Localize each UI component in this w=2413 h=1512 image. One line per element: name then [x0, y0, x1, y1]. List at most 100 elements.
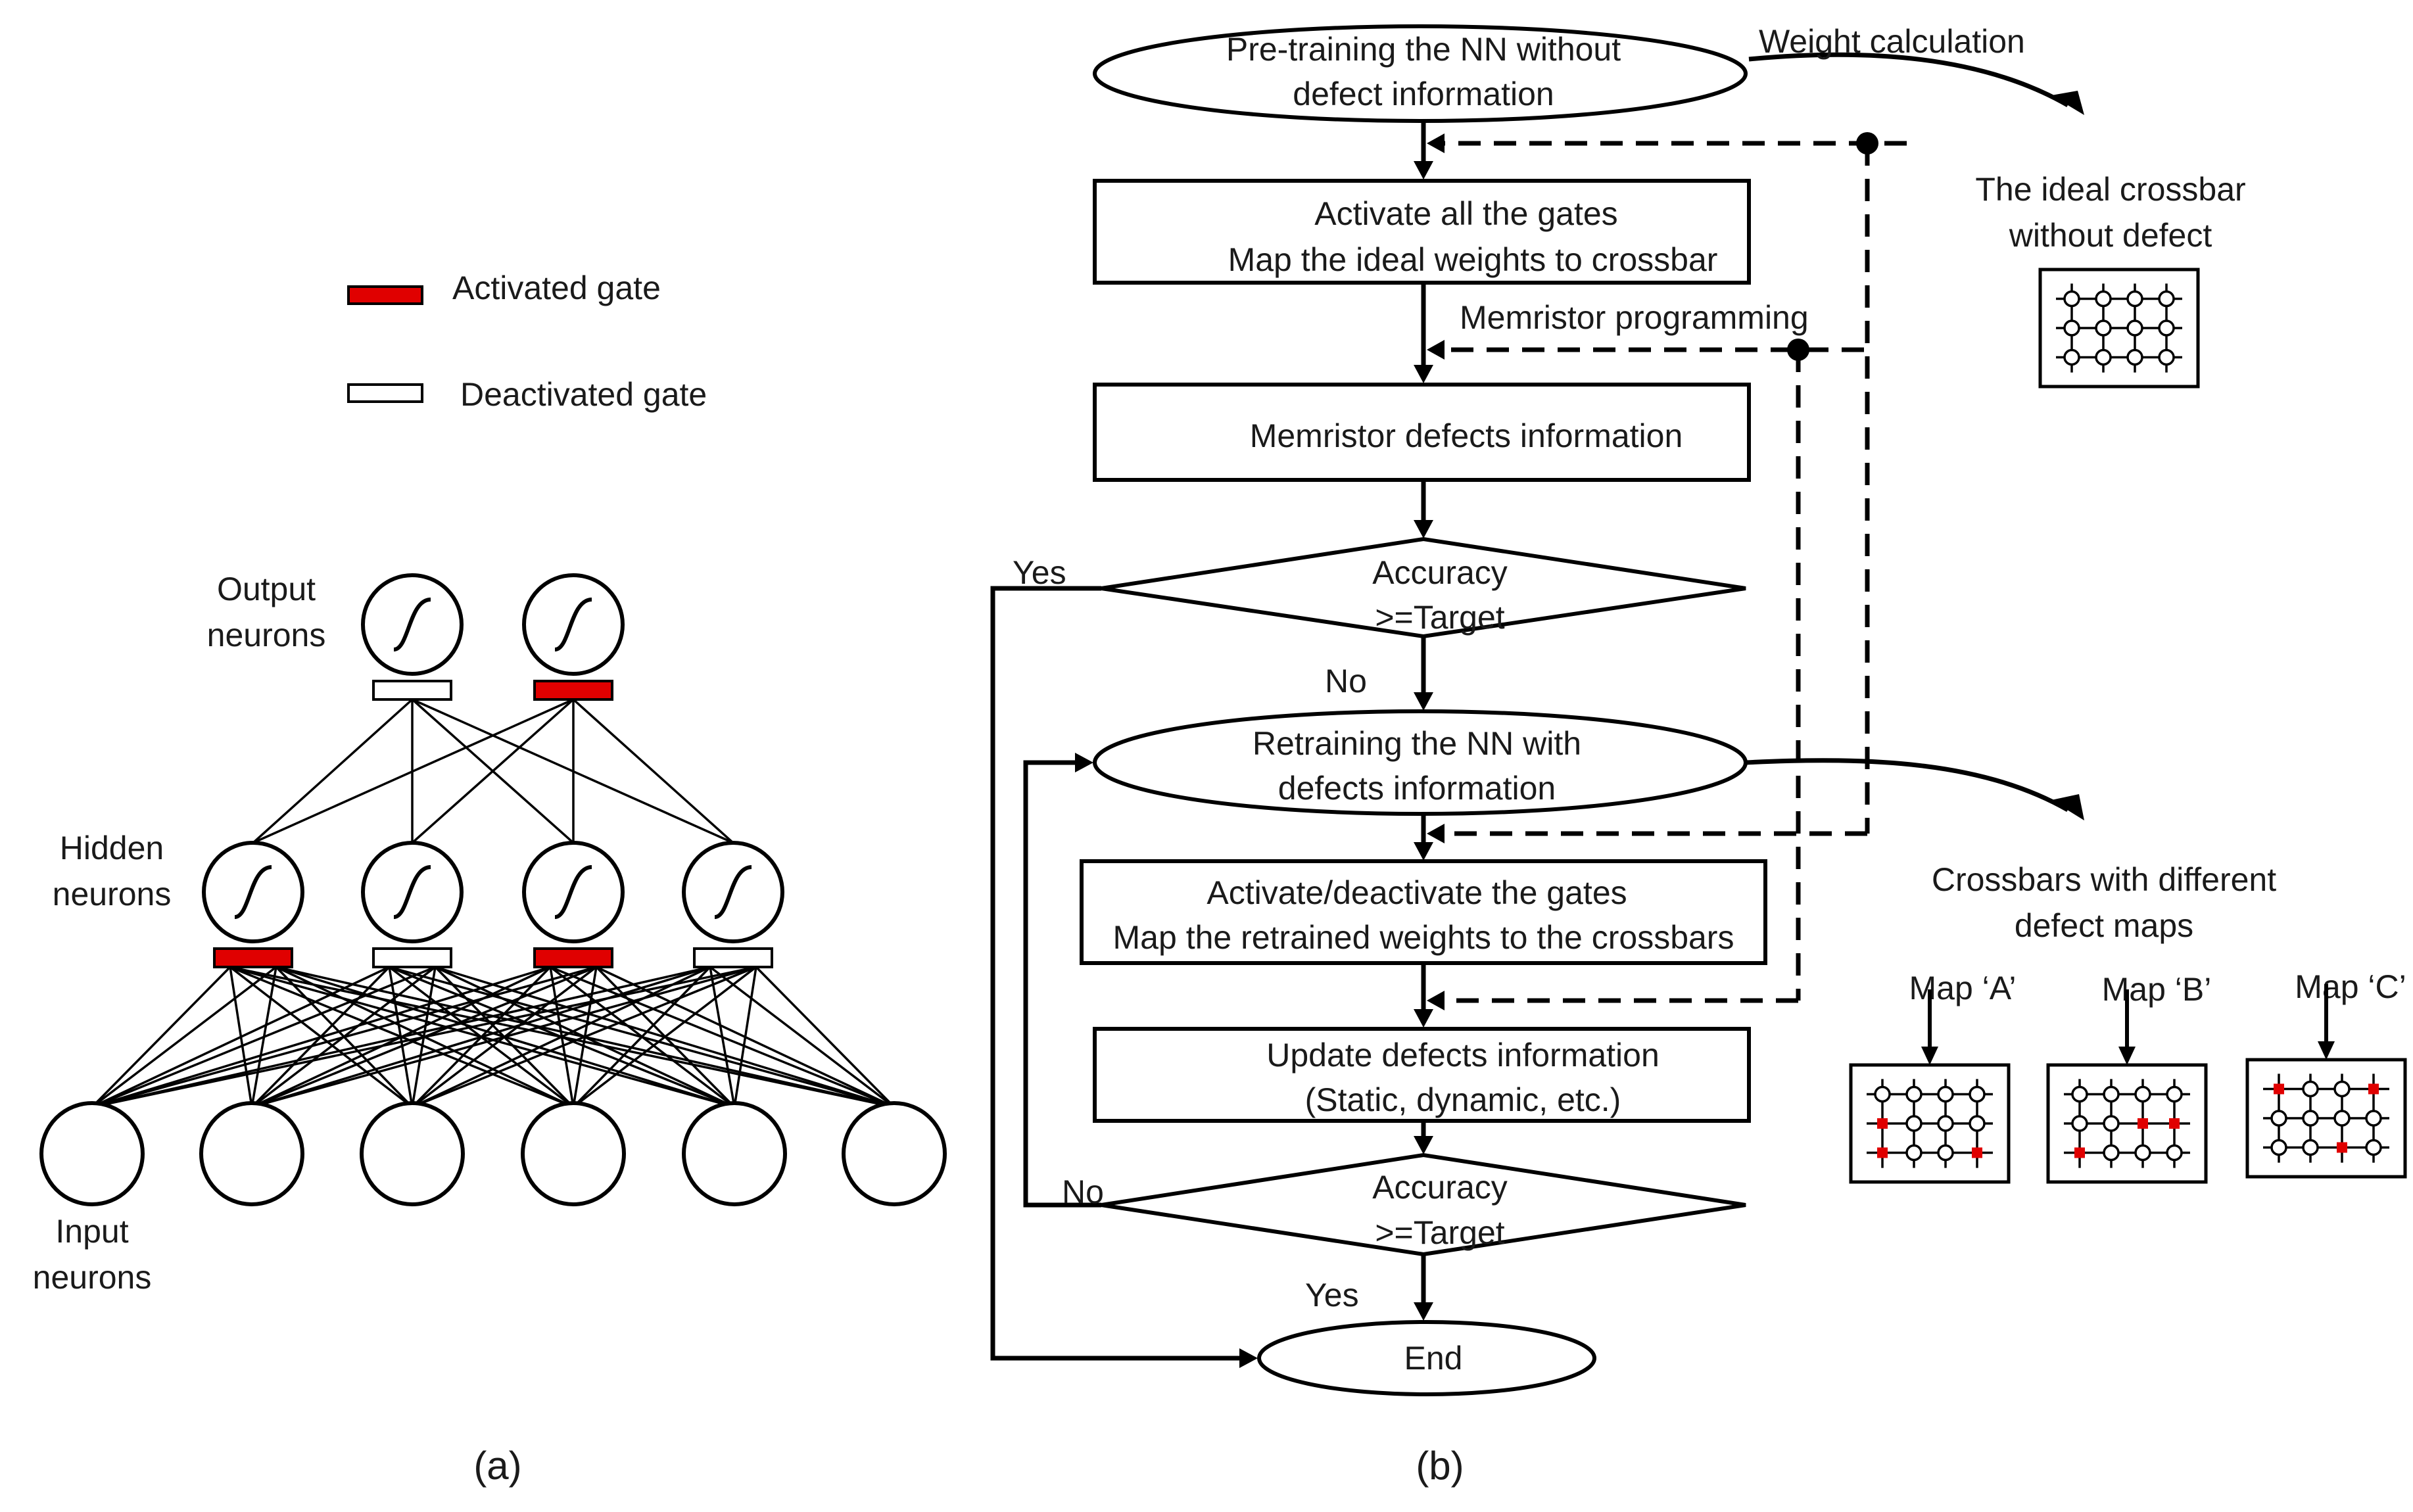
- memristor-cell: [2302, 1080, 2319, 1098]
- defect-cell: [1972, 1147, 1982, 1158]
- memristor-cell: [2333, 1080, 2351, 1098]
- hidden-neuron: [682, 841, 784, 943]
- output-gate: [533, 680, 613, 701]
- neuron-circle: [682, 841, 784, 943]
- retrain-crossbar-arrowhead: [2051, 794, 2084, 820]
- defect-cell: [2368, 1083, 2379, 1095]
- hidden-gate: [372, 947, 452, 968]
- step4-text-2: (Static, dynamic, etc.): [1305, 1081, 1621, 1118]
- output-gate: [372, 680, 452, 701]
- connection-line: [709, 966, 736, 1108]
- ideal-crossbar-title-1: The ideal crossbar: [1975, 171, 2245, 208]
- accuracy-decision-2: [1101, 1152, 1746, 1257]
- panel-b: Pre-training the NN without defect infor…: [990, 23, 2084, 1488]
- input-neuron: [360, 1101, 465, 1206]
- connection-line: [91, 966, 231, 1108]
- legend: Activated gate Deactivated gate: [347, 270, 707, 413]
- caption-b: (b): [1416, 1444, 1464, 1488]
- memristor-programming-label: Memristor programming: [1460, 299, 1809, 336]
- memristor-cell: [1969, 1085, 1986, 1103]
- hidden-gate: [693, 947, 773, 968]
- memristor-cell: [2302, 1110, 2319, 1127]
- connection-line: [733, 966, 757, 1108]
- connection-line: [251, 966, 711, 1108]
- step4-text-1: Update defects information: [1266, 1037, 1660, 1074]
- memristor-cell: [2134, 1085, 2151, 1103]
- legend-activated-swatch: [347, 285, 423, 305]
- hidden-neuron: [202, 841, 304, 943]
- hidden-gate: [213, 947, 293, 968]
- output-neurons-label-1: Output: [217, 571, 316, 607]
- memristor-cell: [1937, 1115, 1954, 1132]
- defect-cell: [2274, 1083, 2284, 1095]
- retrain-text-2: defects information: [1278, 770, 1556, 807]
- memristor-cell: [2095, 319, 2112, 337]
- ideal-crossbar-title-2: without defect: [2009, 217, 2212, 254]
- input-neuron: [199, 1101, 304, 1206]
- memristor-cell: [2063, 348, 2080, 366]
- neuron-circle: [522, 841, 625, 943]
- legend-activated-label: Activated gate: [452, 270, 661, 306]
- defect-crossbar-title-2: defect maps: [2015, 907, 2193, 944]
- neuron-circle: [522, 573, 625, 676]
- memristor-cell: [2333, 1110, 2351, 1127]
- decision2-text-2: >=Target: [1375, 1214, 1504, 1251]
- sigmoid-icon: [714, 865, 752, 919]
- output-neurons-label-2: neurons: [207, 617, 326, 653]
- retrain-crossbar-arrow: [1745, 758, 2069, 813]
- connection-line: [412, 966, 711, 1108]
- memristor-cell: [2270, 1110, 2287, 1127]
- sigmoid-icon: [393, 598, 431, 651]
- hidden-neuron: [361, 841, 464, 943]
- sigmoid-icon: [554, 598, 592, 651]
- ideal-crossbar: [2038, 268, 2200, 389]
- retrain-text-1: Retraining the NN with: [1253, 725, 1581, 762]
- memristor-cell: [2134, 1144, 2151, 1162]
- memristor-cell: [2103, 1115, 2120, 1132]
- connection-line: [572, 966, 757, 1108]
- weight-calculation-label: Weight calculation: [1759, 23, 2025, 60]
- end-text: End: [1404, 1340, 1463, 1377]
- map-arrowhead: [2318, 1041, 2335, 1060]
- neuron-circle: [361, 841, 464, 943]
- activate-all-gates-box: [1093, 179, 1751, 285]
- output-neuron: [522, 573, 625, 676]
- connection-line: [91, 966, 390, 1108]
- defect-cell: [2169, 1118, 2180, 1129]
- output-neuron: [361, 573, 464, 676]
- weight-calc-arrowhead: [2051, 91, 2084, 115]
- caption-a: (a): [473, 1444, 521, 1488]
- memristor-cell: [2158, 290, 2175, 308]
- connection-line: [572, 966, 711, 1108]
- connection-line: [252, 698, 574, 844]
- input-neuron: [39, 1101, 145, 1206]
- hidden-neurons-label-1: Hidden: [60, 830, 164, 866]
- memristor-cell: [2103, 1085, 2120, 1103]
- map-arrowhead: [1921, 1047, 1938, 1065]
- memristor-cell: [2095, 290, 2112, 308]
- decision1-text-2: >=Target: [1375, 599, 1504, 636]
- input-neurons-label-1: Input: [55, 1213, 128, 1250]
- hidden-neurons-label-2: neurons: [53, 876, 172, 912]
- memristor-cell: [1969, 1115, 1986, 1132]
- connection-line: [91, 966, 597, 1108]
- defect-cell: [1877, 1147, 1888, 1158]
- map-arrowhead: [2118, 1047, 2136, 1065]
- connection-line: [572, 698, 734, 844]
- dashed-feedback: [1427, 132, 1907, 1010]
- weight-calc-arrow: [1748, 52, 2069, 108]
- activate-deactivate-box: [1080, 859, 1767, 965]
- panel-a: Activated gate Deactivated gate Output n…: [33, 270, 947, 1488]
- network-connections: [91, 698, 896, 1108]
- connection-line: [709, 966, 896, 1108]
- memristor-cell: [2365, 1139, 2382, 1156]
- crossbars: The ideal crossbar without defect Crossb…: [1849, 171, 2407, 1184]
- defects-info-box: [1093, 383, 1751, 482]
- memristor-cell: [1937, 1144, 1954, 1162]
- connection-line: [412, 966, 757, 1108]
- network-neurons: [39, 573, 947, 1206]
- legend-deactivated-label: Deactivated gate: [460, 376, 707, 413]
- memristor-cell: [2302, 1139, 2319, 1156]
- connection-line: [91, 966, 436, 1108]
- step2-text: Memristor defects information: [1250, 417, 1683, 454]
